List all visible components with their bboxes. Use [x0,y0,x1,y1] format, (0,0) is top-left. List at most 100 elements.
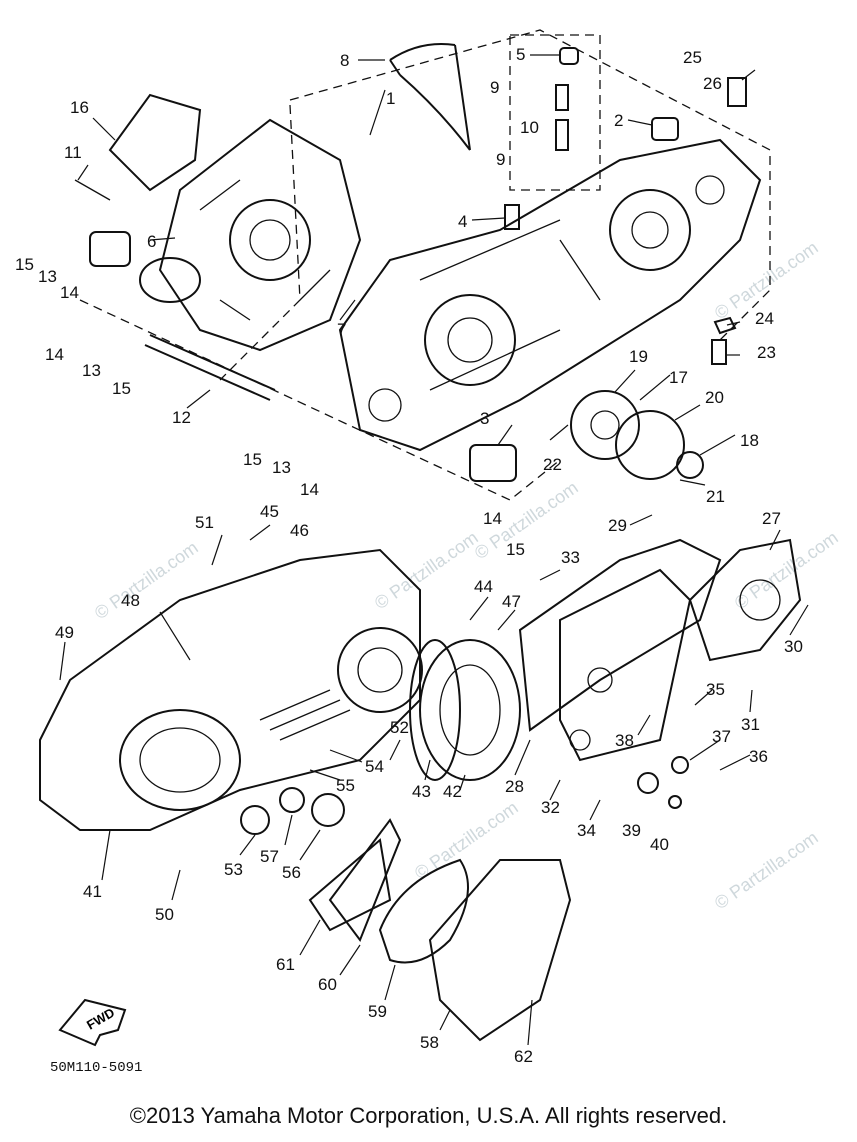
copyright-notice: ©2013 Yamaha Motor Corporation, U.S.A. A… [129,1103,728,1128]
watermark: © Partzilla.com [371,527,482,613]
callout-label: 8 [340,51,349,70]
callout-label: 20 [705,388,724,407]
callout-label: 6 [147,232,156,251]
bushing-6 [89,231,131,267]
gasket-59 [378,858,469,964]
nut-39 [637,772,659,794]
callout-label: 22 [543,455,562,474]
callout-label: 46 [290,521,309,540]
callout-label: 32 [541,798,560,817]
callout-label: 59 [368,1002,387,1021]
callout-label: 14 [483,509,502,528]
fan-61 [308,838,392,932]
callout-label: 62 [514,1047,533,1066]
bushing-3 [469,444,517,482]
clutch-42 [419,639,521,781]
callout-label: 28 [505,777,524,796]
callout-label: 52 [390,718,409,737]
callout-label: 33 [561,548,580,567]
callout-label: 17 [669,368,688,387]
callout-label: 11 [64,143,82,162]
belt-43 [409,639,461,781]
callout-label: 39 [622,821,641,840]
callout-label: 15 [506,540,525,559]
callout-label: 60 [318,975,337,994]
callout-label: 5 [516,45,525,64]
bushing-2 [651,117,679,141]
callout-labels: 1 2 3 4 5 6 7 8 9 9 10 11 12 13 13 13 14… [15,45,803,1066]
callout-label: 31 [741,715,760,734]
callout-label: 50 [155,905,174,924]
hose-8 [389,43,471,151]
crankcase-left [139,118,362,352]
watermarks: © Partzilla.com © Partzilla.com © Partzi… [91,237,842,913]
callout-label: 53 [224,860,243,879]
callout-label: 56 [282,863,301,882]
callout-label: 57 [260,847,279,866]
callout-label: 16 [70,98,89,117]
bolt-23 [711,339,727,365]
callout-label: 43 [412,782,431,801]
callout-label: 47 [502,592,521,611]
leader-lines [59,54,809,1046]
crankcase-group-outline [79,29,771,501]
bolt-11 [74,179,111,201]
callout-label: 18 [740,431,759,450]
fitting-4 [504,204,520,230]
callout-label: 14 [45,345,64,364]
plug-25 [727,77,747,107]
callout-label: 9 [490,78,499,97]
callout-label: 12 [172,408,191,427]
watermark: © Partzilla.com [91,537,202,623]
shaft-12 [144,334,276,401]
callout-label: 58 [420,1033,439,1052]
o-ring-40 [668,795,682,809]
callout-label: 36 [749,747,768,766]
callout-label: 49 [55,623,74,642]
callout-label: 21 [706,487,725,506]
callout-label: 61 [276,955,295,974]
washer-37 [671,756,689,774]
callout-label: 25 [683,48,702,67]
callout-label: 34 [577,821,596,840]
pin-10 [555,119,569,151]
callout-label: 37 [712,727,731,746]
nut-24 [713,316,737,335]
callout-label: 23 [757,343,776,362]
cover-32 [559,568,692,762]
callout-label: 15 [243,450,262,469]
callout-label: 7 [337,320,346,339]
crankcase-cover-48 [39,548,423,831]
callout-label: 10 [520,118,539,137]
gasket-16 [108,93,202,192]
callout-label: 30 [784,637,803,656]
crankcase-right [338,138,762,452]
hose-group-outline [509,34,601,191]
callout-label: 14 [300,480,319,499]
o-ring-20 [615,410,685,480]
cap-5 [559,47,579,65]
callout-label: 42 [443,782,462,801]
bearing-18 [676,451,704,479]
diagram-reference-code: 50M110-5091 [50,1060,143,1076]
cap-53 [240,805,270,835]
watermark: © Partzilla.com [711,827,822,913]
callout-label: 15 [15,255,34,274]
fwd-arrow-label: FWD [84,1005,117,1033]
callout-label: 29 [608,516,627,535]
lower-parts: FWD [58,756,689,1047]
rotor-17 [570,390,640,460]
right-cover-parts [409,538,802,781]
group-outlines [79,29,771,501]
callout-label: 41 [83,882,102,901]
callout-label: 4 [458,212,467,231]
callout-label: 15 [112,379,131,398]
duct-58 [428,859,572,1042]
callout-label: 35 [706,680,725,699]
upper-small-parts [74,43,747,482]
callout-label: 27 [762,509,781,528]
callout-label: 51 [195,513,214,532]
callout-label: 24 [755,309,774,328]
callout-label: 48 [121,591,140,610]
